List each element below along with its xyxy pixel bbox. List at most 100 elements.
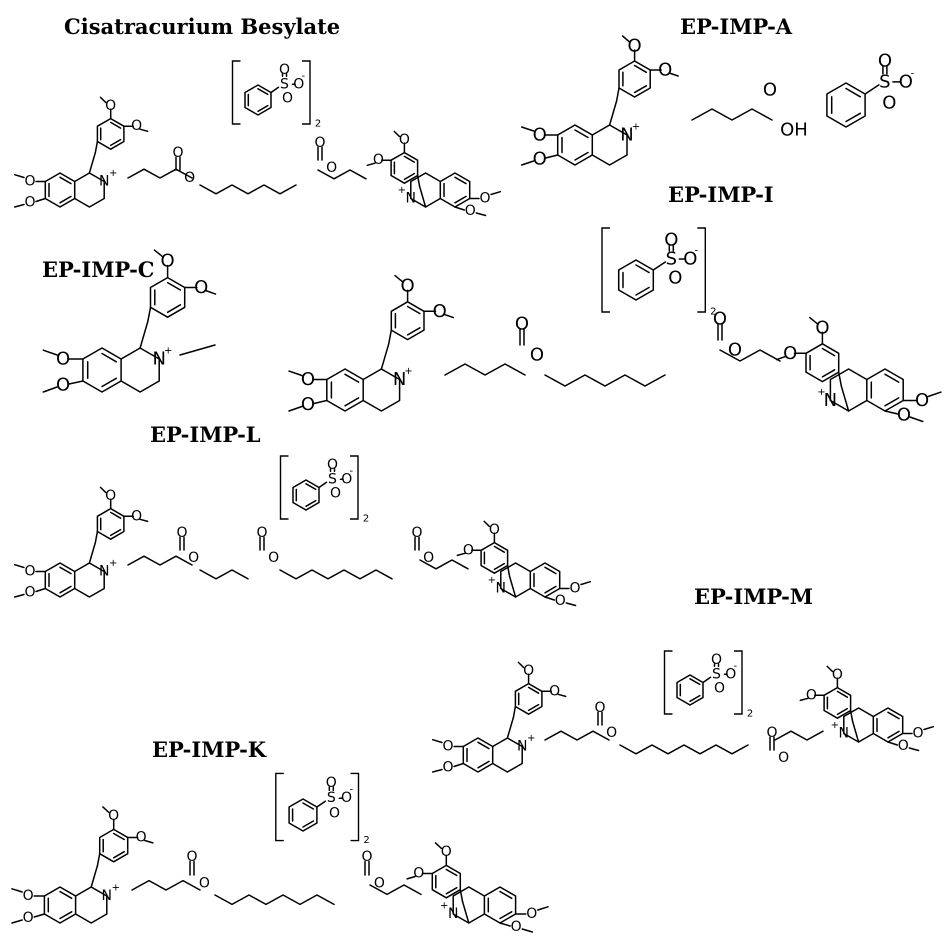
bond [493,562,506,571]
bond [317,169,367,180]
methoxy-oxygen: O [815,318,829,339]
sulfur-atom: S [327,790,336,806]
charge-label: + [109,558,117,569]
ester-oxygen: O [188,550,199,566]
bond [101,377,118,388]
bond [257,88,269,96]
ring [483,886,517,924]
bond [99,96,107,104]
bond [500,562,532,598]
bond [499,890,513,900]
bond [120,347,160,393]
bond [461,900,470,924]
bond [843,707,875,743]
bond [144,839,154,844]
methoxy-oxygen: O [832,667,843,683]
sulfur-atom: S [712,666,721,682]
bond [153,249,164,258]
methoxy-oxygen: O [783,343,797,364]
bond [410,172,442,208]
bracket-right [350,455,359,520]
bond [270,86,280,94]
bond [851,720,860,743]
bond [109,528,122,537]
sulfonate-oxygen: O [341,471,352,487]
sulfonate-oxygen: O [293,76,304,92]
bond [775,355,787,361]
bond [508,575,517,598]
ester-oxygen: O [606,725,617,741]
sulfur-atom: S [666,249,677,270]
methoxy-oxygen: O [194,277,208,298]
bond [608,100,618,126]
charge-label: + [488,575,496,586]
sulfonate-oxygen: O [725,666,736,682]
bond [452,886,486,924]
bond [393,130,401,138]
nitrogen-atom: N [839,726,849,742]
bond [702,676,712,684]
bond [147,306,152,323]
bond [544,566,557,575]
methoxy-oxygen: O [463,542,474,558]
bond [13,563,25,569]
bond [689,678,701,686]
bond [574,151,589,161]
bond [490,190,502,196]
methoxy-oxygen: O [465,203,476,219]
methoxy-oxygen: O [56,375,70,396]
salt-count-label: 2 [315,119,321,130]
title-ep-imp-m: EP-IMP-M [694,584,813,609]
bond [90,864,99,888]
ring [617,259,655,301]
methoxy-oxygen: O [489,522,500,538]
bond [68,380,84,385]
bond [166,304,182,314]
carbonyl-oxygen: O [186,849,197,865]
bond [527,686,540,694]
bond [774,730,824,741]
methoxy-oxygen: O [23,910,34,926]
bond [493,545,506,553]
charge-label: - [733,661,737,672]
bond [652,261,667,271]
bond [454,176,467,185]
bond [444,363,526,376]
sulfur-atom: S [879,71,890,92]
bond [59,195,72,204]
hydroxyl-group: OH [780,120,808,141]
bond [431,738,443,744]
ring [805,343,840,383]
ring [618,60,651,98]
bond [884,373,900,383]
charge-label: - [301,71,305,82]
bond [94,140,99,154]
ester-oxygen: O [423,550,434,566]
bond [635,286,650,296]
bond [621,35,631,43]
nitrogen-atom: N [448,906,458,922]
bond [829,368,868,412]
bond [635,264,650,274]
bracket-left [601,227,610,313]
title-ep-imp-c: EP-IMP-C [42,257,155,282]
bond [544,374,666,387]
bond [139,518,149,523]
sulfonyl-oxygen: O [668,268,682,289]
bond [923,725,935,731]
bond [454,195,467,204]
bond [11,888,23,893]
bond [544,585,557,594]
bond [456,552,466,557]
bond [302,820,315,828]
bond [96,852,101,867]
nitrogen-atom: N [496,581,506,597]
bond [33,913,46,918]
bond [909,416,924,423]
bond [668,72,679,77]
bond [845,87,862,98]
bond [380,343,390,370]
